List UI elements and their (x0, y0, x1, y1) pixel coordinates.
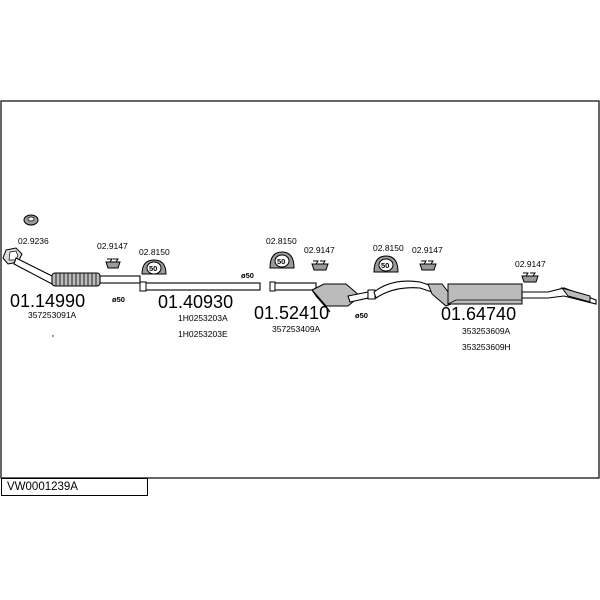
hanger-code-4: 02.9147 (515, 259, 546, 269)
ring-code-2: 02.8150 (266, 236, 297, 246)
hanger-icon (521, 272, 539, 283)
part-ref-2b: 1H0253203E (178, 329, 228, 339)
hanger-code-1: 02.9147 (97, 241, 128, 251)
part-code-3: 01.52410 (254, 303, 329, 323)
diameter-label-3: ø50 (355, 311, 368, 320)
assembly-id: VW0001239A (7, 481, 78, 493)
part-ref-4b: 353253609H (462, 342, 511, 352)
gasket-code: 02.9236 (18, 236, 49, 246)
part-ref-1a: 357253091A (28, 310, 77, 320)
hanger-icon (311, 260, 329, 271)
rear-muffler-icon (367, 280, 597, 307)
hanger-code-2: 02.9147 (304, 245, 335, 255)
gasket-icon (23, 214, 39, 226)
part-ref-3a: 357253409A (272, 324, 321, 334)
diagram-frame (0, 100, 600, 479)
front-pipe-icon (2, 247, 141, 287)
mark-dot (52, 335, 54, 337)
ring-size-2: 50 (277, 257, 285, 266)
diameter-label-2: ø50 (241, 271, 254, 280)
ring-icon (141, 259, 167, 275)
ring-icon (269, 251, 295, 269)
ring-size-1: 50 (149, 264, 157, 273)
ring-code-3: 02.8150 (373, 243, 404, 253)
part-code-2: 01.40930 (158, 292, 233, 312)
center-muffler-icon (269, 281, 369, 313)
part-ref-2a: 1H0253203A (178, 313, 228, 323)
hanger-code-3: 02.9147 (412, 245, 443, 255)
ring-icon (373, 255, 399, 273)
ring-code-1: 02.8150 (139, 247, 170, 257)
part-code-1: 01.14990 (10, 291, 85, 311)
diameter-label-1: ø50 (112, 295, 125, 304)
part-code-4: 01.64740 (441, 304, 516, 324)
middle-pipe-icon (139, 281, 261, 292)
ring-size-3: 50 (381, 261, 389, 270)
assembly-id-box: VW0001239A (1, 478, 148, 496)
hanger-icon (105, 258, 121, 269)
hanger-icon (419, 260, 437, 271)
part-ref-4a: 353253609A (462, 326, 511, 336)
